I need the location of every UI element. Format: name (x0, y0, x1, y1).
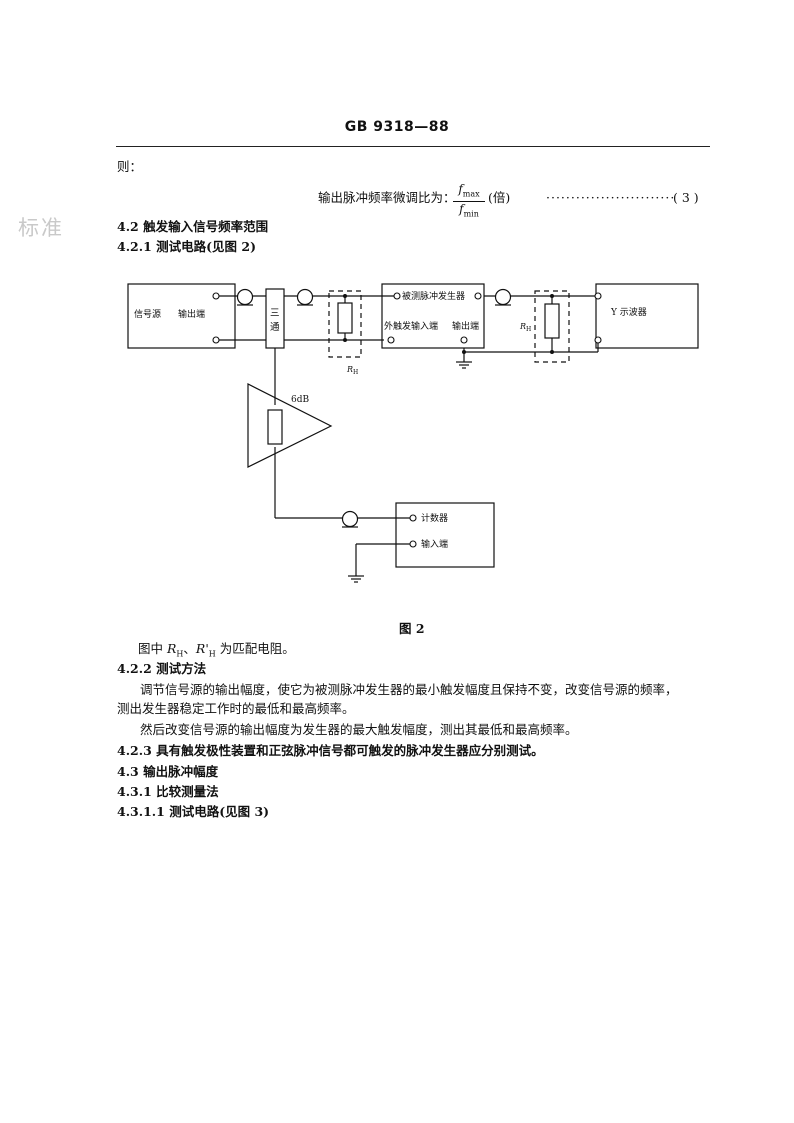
pulse-generator-box (381, 283, 485, 349)
section-4-2-3-text: 4.2.3 具有触发极性装置和正弦脉冲信号都可触发的脉冲发生器应分别测试。 (117, 743, 544, 758)
page-header-title: GB 9318—88 (344, 119, 450, 135)
junction-dot (550, 294, 554, 298)
rh-label: RH (346, 365, 358, 376)
attenuator-triangle (247, 383, 333, 468)
generator-output-label: 输出端 (452, 320, 479, 332)
coax-connector-icon (341, 510, 359, 528)
formula-numerator: fmax (453, 183, 485, 203)
formula-unit: (倍) (488, 190, 511, 205)
formula-leader-dots: ·························· (546, 190, 676, 205)
rh-prime-dashed-frame (534, 290, 570, 363)
section-4-3-heading: 4.3 输出脉冲幅度 (117, 764, 219, 779)
junction-dot (550, 350, 554, 354)
signal-source-box (127, 283, 236, 349)
section-4-2-2-heading: 4.2.2 测试方法 (117, 661, 207, 676)
rh-resistor (337, 302, 353, 334)
scope-box (595, 283, 699, 349)
watermark-text: 标准 (18, 216, 64, 240)
counter-input-label: 输入端 (421, 538, 448, 550)
signal-source-label: 信号源 (134, 308, 161, 320)
formula-label: 输出脉冲频率微调比为： (318, 190, 456, 205)
attenuator-label: 6dB (291, 395, 309, 405)
counter-label: 计数器 (421, 512, 448, 524)
section-4-2-1-heading: 4.2.1 测试电路(见图 2) (117, 239, 257, 254)
terminal-icon (460, 336, 468, 344)
signal-output-label: 输出端 (178, 308, 205, 320)
intro-text: 则： (117, 159, 143, 174)
formula-denominator: fmin (459, 202, 479, 219)
paragraph-1-line-2: 测出发生器稳定工作时的最低和最高频率。 (117, 701, 355, 716)
junction-dot (462, 350, 466, 354)
terminal-icon (387, 336, 395, 344)
terminal-icon (474, 292, 482, 300)
junction-dot (343, 294, 347, 298)
rh-prime-label: RH (519, 322, 531, 333)
tee-label-char-1: 三 (270, 308, 280, 319)
rh-dashed-frame (328, 290, 362, 358)
coax-connector-icon (236, 288, 254, 306)
figure-2-circuit-diagram: 信号源 输出端 三 通 被测脉冲发生器 外触发输入端 输出端 Y 示波器 计数器… (127, 283, 699, 583)
equation-number: ( 3 ) (673, 190, 699, 205)
paragraph-1-line-1: 调节信号源的输出幅度，使它为被测脉冲发生器的最小触发幅度且保持不变，改变信号源的… (140, 682, 678, 697)
figure-caption: 图 2 (399, 621, 425, 636)
terminal-icon (409, 514, 417, 522)
terminal-icon (212, 336, 220, 344)
counter-box (395, 502, 495, 568)
figure-note: 图中 RH、R'H 为匹配电阻。 (138, 641, 295, 659)
section-4-3-1-heading: 4.3.1 比较测量法 (117, 784, 219, 799)
pulse-generator-label: 被测脉冲发生器 (402, 290, 465, 302)
terminal-icon (212, 292, 220, 300)
rh-prime-resistor (544, 303, 560, 339)
section-4-2-heading: 4.2 触发输入信号频率范围 (117, 219, 269, 234)
header-rule (116, 146, 710, 147)
paragraph-2: 然后改变信号源的输出幅度为发生器的最大触发幅度，测出其最低和最高频率。 (140, 722, 578, 737)
coax-connector-icon (494, 288, 512, 306)
scope-label: Y 示波器 (610, 306, 647, 318)
terminal-icon (409, 540, 417, 548)
coax-connector-icon (296, 288, 314, 306)
terminal-icon (594, 292, 602, 300)
terminal-icon (393, 292, 401, 300)
section-4-3-1-1-heading: 4.3.1.1 测试电路(见图 3) (117, 804, 270, 819)
attenuator-resistor (267, 409, 283, 445)
terminal-icon (594, 336, 602, 344)
external-trigger-label: 外触发输入端 (384, 320, 438, 332)
tee-label-char-2: 通 (270, 322, 280, 333)
formula-fraction: fmax fmin (453, 183, 485, 222)
junction-dot (343, 338, 347, 342)
